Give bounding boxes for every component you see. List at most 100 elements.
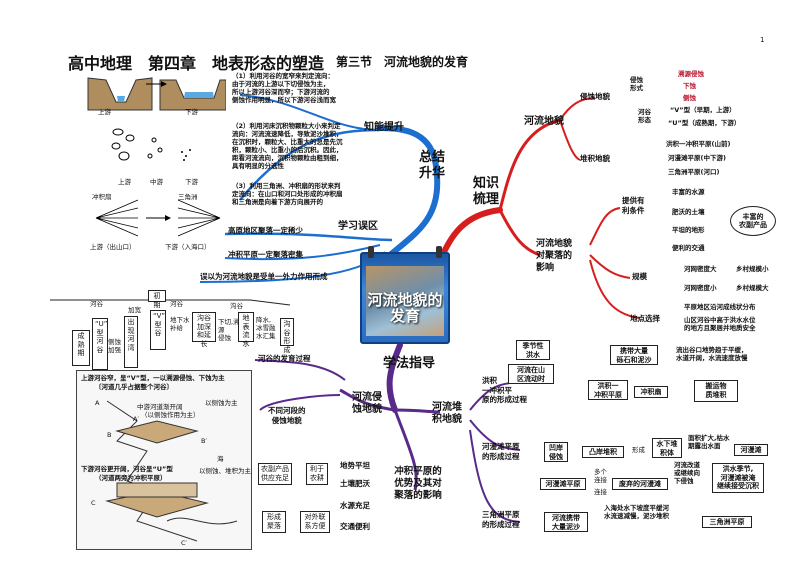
fig3-lower: 下游（入海口） — [165, 243, 211, 251]
panel-line-5: 以侧蚀为主 — [205, 399, 238, 407]
form-3: 侧蚀 — [683, 94, 696, 102]
panel-line-2: 〔河道几乎占据整个河谷〕 — [95, 383, 173, 391]
note-2: （2）利用河床沉积物颗粒大小来判定 流向：河流流速降低，导致泥沙堆积， 在沉积时… — [232, 122, 343, 170]
sea-label: 海 — [217, 455, 224, 463]
adv-soil: 土壤肥沃 — [340, 479, 370, 488]
adv-flat: 地势平坦 — [340, 461, 370, 470]
letter-c-prime: C′ — [181, 539, 188, 547]
river-stages-illustration — [105, 400, 238, 542]
purple-branch-main — [386, 342, 403, 413]
cond-1: 丰富的水源 — [672, 188, 705, 196]
floodplain-plain: 河漫滩平原 — [540, 478, 586, 490]
alluvial-process: 洪积 一冲积平 原的形成过程 — [482, 376, 527, 404]
flow-gully-form: 沟谷 形成 — [280, 318, 294, 354]
fig3-fan: 冲积扇 — [92, 193, 112, 201]
mistake-2: 冲积平原一定聚落密集 — [228, 250, 303, 259]
valley-shape: 河谷 形态 — [638, 108, 651, 124]
estuary-deposit: 入海处水下坡度平缓河 水流速减慢，泥沙堆积 — [604, 504, 669, 520]
valley-u: “U”型（成熟期，下游） — [668, 119, 741, 127]
flow-groundwater: 地下水 补给 — [170, 316, 190, 332]
flood-season: 洪水季节, 河漫滩被淹 继续接受沉积 — [712, 463, 764, 493]
carry-gravel: 携带大量 砾石和泥沙 — [610, 345, 658, 365]
deposit-1: 洪积一冲积平原(山前) — [666, 140, 731, 148]
many-connect: 多个 连接 — [594, 468, 607, 484]
connect: 连接 — [594, 488, 607, 496]
erosion-form: 侵蚀 形式 — [630, 76, 643, 92]
fig3-delta: 三角洲 — [178, 193, 198, 201]
delta-process: 三角洲平原 的形成过程 — [482, 510, 520, 529]
adv-farming: 利于 农耕 — [306, 463, 328, 485]
area-expand: 面积扩大,枯水 期露出水面 — [688, 434, 730, 450]
flow-valley-1: 河谷 — [90, 300, 103, 308]
fig2-upper: 上游 — [118, 178, 131, 186]
note-1: （1）利用河谷的宽窄来判定流向： 由于河流的上游以下切侵蚀为主， 所以上游河谷深… — [232, 72, 336, 104]
letter-b-prime: B′ — [201, 437, 207, 445]
form-1: 溯源侵蚀 — [678, 70, 704, 78]
convex-deposit: 凸岸堆积 — [582, 446, 624, 458]
panel-line-3: 中游河道渐开阔 — [137, 403, 183, 411]
blue-branch-improve-top — [239, 94, 381, 131]
abandoned-floodplain: 废弃的河漫滩 — [612, 478, 668, 490]
adv-products: 农副产品 供应充足 — [258, 463, 292, 485]
blue-branch-main — [377, 125, 441, 258]
red-branch-settle — [498, 209, 541, 257]
flow-gully-deepen: 沟谷 加深 和延长 — [192, 312, 216, 348]
adv-settlement: 形成 聚落 — [262, 511, 286, 533]
flow-side-erosion: 侧蚀 加强 — [108, 338, 121, 354]
blue-branch-mistakes — [224, 232, 393, 242]
page-number: 1 — [760, 36, 765, 44]
conditions: 提供有 利条件 — [622, 196, 645, 215]
note-3: （3）利用三角洲、冲积扇的形状来判 定流向：在山口和河口处形成的冲积扇 和三角洲… — [232, 182, 343, 206]
erosion-landform: 河流侵 蚀地貌 — [352, 392, 382, 415]
valley-profile-figure — [87, 77, 226, 111]
center-node: 河流地貌的发育 — [360, 246, 450, 344]
adv-contact: 对外联 系方便 — [300, 511, 330, 533]
erosion-landform-right: 侵蚀地貌 — [580, 92, 610, 101]
scale-result-2: 乡村规模大 — [736, 284, 769, 292]
deposit-3: 三角洲平原(河口) — [668, 168, 720, 176]
panel-line-8: 以侧蚀、堆积为主 — [199, 467, 251, 475]
flow-valley-2: 河谷 — [170, 300, 183, 308]
flow-gully: 沟谷 — [230, 302, 243, 310]
flow-u-valley: “U” 型 河 谷 — [92, 318, 108, 370]
site-selection: 地点选择 — [630, 314, 660, 323]
underwater-body: 水下堆 积体 — [652, 438, 682, 458]
flow-surface-water: 地表 流水 — [238, 312, 254, 348]
cond-2: 肥沃的土壤 — [672, 208, 705, 216]
river-stages-panel: 上游河谷窄，呈“V”型，一以溯源侵蚀、下蚀为主 〔河道几乎占据整个河谷〕 中游河… — [76, 370, 252, 550]
carry-sediment: 河流携带 大量泥沙 — [544, 512, 588, 532]
stages-label: 不同河段的 侵蚀地貌 — [268, 406, 306, 425]
blue-branch-mistakes2 — [224, 244, 381, 261]
panel-line-1: 上游河谷窄，呈“V”型，一以溯源侵蚀、下蚀为主 — [81, 374, 225, 382]
valley-v: “V”型（早期，上游） — [670, 106, 736, 114]
method-label: 学法指导 — [382, 356, 435, 371]
transport-deposit: 搬运物 质堆积 — [694, 380, 738, 402]
deposit-2: 河漫滩平原(中下游) — [668, 154, 726, 162]
alluvial-fan: 冲积扇 — [634, 386, 668, 398]
flow-meander: 出 现 河 湾 — [124, 316, 138, 368]
section-title: 第三节 河流地貌的发育 — [336, 55, 469, 69]
mountain-flow: 河流在山 区流动时 — [508, 364, 554, 384]
panel-line-6: 下游河谷更开阔，河谷呈“U”型 — [81, 465, 173, 473]
form-arrow: 形成 — [632, 446, 645, 454]
scale: 规模 — [632, 272, 647, 281]
mistakes-label: 学习误区 — [338, 221, 378, 232]
page-title: 高中地理 第四章 地表形态的塑造 — [68, 54, 325, 73]
red-branch-river — [498, 118, 561, 211]
panel-line-4: （以侧蚀作用为主） — [141, 411, 200, 419]
letter-a-prime: A′ — [133, 415, 139, 423]
concave-erosion: 凹岸 侵蚀 — [544, 442, 568, 462]
letter-b: B — [107, 431, 112, 439]
fig1-upper-label: 上游 — [98, 108, 111, 116]
cond-result: 丰富的 农副产品 — [730, 206, 776, 236]
settlement-impact: 河流地貌 对聚落的 影响 — [536, 239, 573, 273]
improve-label: 知能提升 — [364, 122, 404, 133]
plains-title: 冲积平原的 优势及其对 聚落的影响 — [394, 466, 442, 501]
flow-v-valley: “V” 型 谷 — [150, 310, 166, 350]
mistake-3: 误以为河流地貌是受单一外力作用而成 — [200, 272, 328, 281]
scale-result-1: 乡村规模小 — [736, 265, 769, 273]
flow-early: 初期 — [148, 290, 166, 309]
development-process: 河谷的发育过程 — [258, 354, 311, 363]
cond-3: 平坦的地形 — [672, 226, 705, 234]
letter-a: A — [95, 399, 100, 407]
